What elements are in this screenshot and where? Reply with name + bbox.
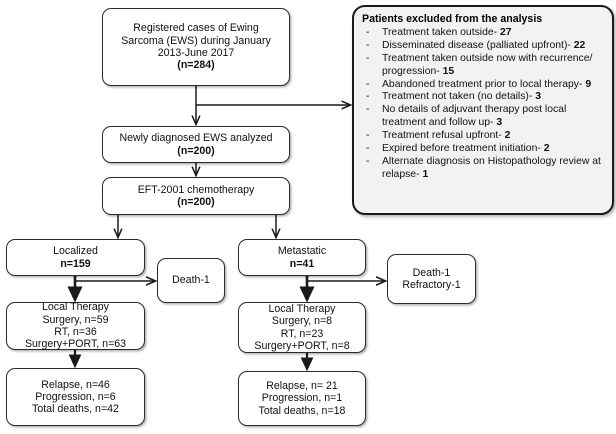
- registered-line-3: 2013-June 2017: [157, 47, 235, 59]
- exclusion-item: -Alternate diagnosis on Histopathology r…: [362, 156, 606, 182]
- exclusion-bullet-dash: -: [366, 104, 370, 116]
- exclusion-item-text: Treatment refusal upfront-: [382, 130, 505, 142]
- exclusion-bullet-dash: -: [366, 143, 370, 155]
- analyzed-count: (n=200): [177, 144, 215, 157]
- node-metastatic-outcomes: Relapse, n= 21 Progression, n=1 Total de…: [238, 371, 366, 426]
- metastatic-therapy-line-1: Local Therapy: [268, 302, 336, 315]
- analyzed-line-1: Newly diagnosed EWS analyzed: [119, 132, 273, 145]
- node-metastatic-local-therapy: Local Therapy Surgery, n=8 RT, n=23 Surg…: [238, 302, 366, 353]
- exclusion-item-text: No details of adjuvant therapy post loca…: [382, 104, 567, 129]
- exclusion-bullet-dash: -: [366, 52, 370, 64]
- localized-outcome-line-2: Progression, n=6: [35, 390, 116, 403]
- exclusion-item-text: Disseminated disease (palliated upfront)…: [382, 39, 574, 51]
- metastatic-therapy-line-4: Surgery+PORT, n=8: [254, 339, 350, 352]
- metastatic-death-line-1: Death-1: [412, 266, 451, 279]
- exclusion-item: -Expired before treatment initiation- 2: [362, 143, 606, 156]
- registered-line-2: Sarcoma (EWS) during January: [121, 34, 271, 47]
- metastatic-outcome-line-2: Progression, n=1: [261, 392, 343, 405]
- exclusion-item: -Treatment refusal upfront- 2: [362, 130, 606, 143]
- exclusion-item-count: 3: [496, 117, 503, 129]
- chemo-line-1: EFT-2001 chemotherapy: [137, 183, 255, 196]
- localized-outcome-line-1: Relapse, n=46: [41, 378, 110, 391]
- exclusion-item-count: 15: [442, 65, 455, 77]
- exclusion-bullet-dash: -: [366, 156, 370, 168]
- localized-outcome-line-3: Total deaths, n=42: [32, 403, 119, 416]
- exclusion-item-count: 1: [422, 169, 429, 181]
- exclusion-item-text: Abandoned treatment prior to local thera…: [382, 78, 586, 90]
- localized-therapy-line-1: Local Therapy: [42, 301, 109, 314]
- exclusion-item-text: Treatment taken outside-: [382, 26, 501, 38]
- metastatic-label: Metastatic: [277, 245, 327, 258]
- node-localized: Localized n=159: [6, 239, 145, 276]
- localized-death-line-1: Death-1: [172, 274, 210, 287]
- localized-count: n=159: [60, 257, 91, 270]
- exclusion-bullet-dash: -: [366, 39, 370, 51]
- exclusion-item: -No details of adjuvant therapy post loc…: [362, 104, 606, 130]
- exclusion-item: -Treatment taken outside- 27: [362, 27, 606, 40]
- exclusion-bullet-dash: -: [366, 26, 370, 38]
- metastatic-outcome-line-3: Total deaths, n=18: [258, 404, 346, 417]
- metastatic-outcome-line-1: Relapse, n= 21: [266, 380, 338, 393]
- exclusion-item-text: Alternate diagnosis on Histopathology re…: [382, 156, 601, 181]
- exclusion-title: Patients excluded from the analysis: [362, 13, 543, 25]
- metastatic-therapy-line-2: Surgery, n=8: [271, 315, 333, 328]
- exclusion-list: -Treatment taken outside- 27-Disseminate…: [362, 27, 606, 182]
- exclusion-item-text: Treatment not taken (no details)-: [382, 91, 536, 103]
- localized-therapy-line-2: Surgery, n=59: [42, 313, 109, 326]
- exclusion-item: -Abandoned treatment prior to local ther…: [362, 79, 606, 92]
- localized-therapy-line-3: RT, n=36: [54, 326, 97, 338]
- node-metastatic-death-refractory: Death-1 Refractory-1: [387, 254, 476, 304]
- exclusion-bullet-dash: -: [366, 78, 370, 90]
- node-localized-death: Death-1: [157, 258, 225, 303]
- chemo-count: (n=200): [177, 196, 215, 208]
- metastatic-count: n=41: [289, 257, 315, 270]
- node-localized-outcomes: Relapse, n=46 Progression, n=6 Total dea…: [6, 368, 145, 426]
- panel-patients-excluded: Patients excluded from the analysis -Tre…: [352, 5, 614, 215]
- exclusion-item-count: 27: [500, 26, 512, 38]
- exclusion-item-count: 2: [543, 143, 550, 155]
- registered-line-1: Registered cases of Ewing: [133, 22, 259, 35]
- exclusion-item: -Treatment taken outside now with recurr…: [362, 53, 606, 79]
- exclusion-item-count: 9: [585, 78, 592, 90]
- exclusion-item-count: 22: [573, 39, 586, 51]
- localized-therapy-line-4: Surgery+PORT, n=63: [24, 338, 127, 351]
- metastatic-therapy-line-3: RT, n=23: [280, 327, 324, 340]
- exclusion-item: -Disseminated disease (palliated upfront…: [362, 40, 606, 53]
- exclusion-bullet-dash: -: [366, 130, 370, 142]
- node-registered-cases: Registered cases of Ewing Sarcoma (EWS) …: [102, 8, 290, 86]
- exclusion-item-text: Expired before treatment initiation-: [382, 143, 544, 155]
- exclusion-bullet-dash: -: [366, 91, 370, 103]
- registered-count: (n=284): [177, 59, 215, 72]
- node-newly-diagnosed-analyzed: Newly diagnosed EWS analyzed (n=200): [102, 126, 290, 163]
- node-metastatic: Metastatic n=41: [238, 239, 366, 276]
- exclusion-item-text: Treatment taken outside now with recurre…: [382, 52, 593, 77]
- node-eft2001-chemotherapy: EFT-2001 chemotherapy (n=200): [102, 177, 290, 215]
- exclusion-item-count: 3: [535, 91, 542, 103]
- exclusion-item-count: 2: [504, 130, 511, 142]
- localized-label: Localized: [53, 245, 98, 258]
- metastatic-death-line-2: Refractory-1: [402, 279, 461, 291]
- node-localized-local-therapy: Local Therapy Surgery, n=59 RT, n=36 Sur…: [6, 301, 145, 351]
- exclusion-item: -Treatment not taken (no details)- 3: [362, 91, 606, 104]
